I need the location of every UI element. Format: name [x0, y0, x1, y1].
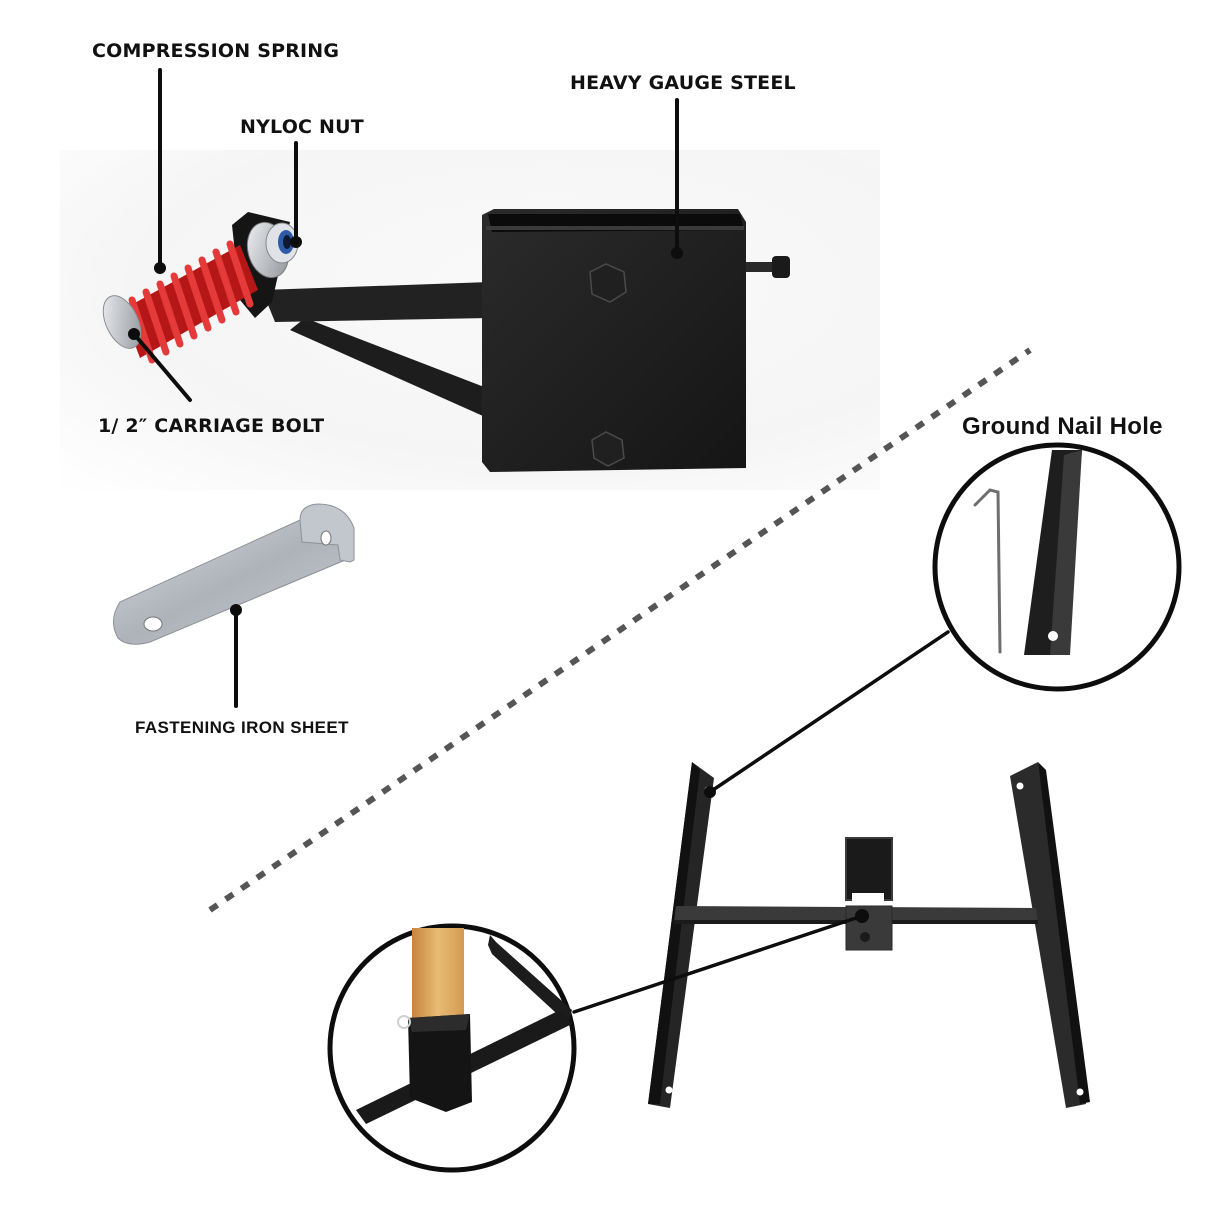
leader-post-socket [572, 914, 864, 1014]
lower-hex-bolt [591, 431, 625, 467]
leader-carriage-bolt [132, 332, 192, 402]
side-set-screw [746, 262, 776, 272]
sheet-hole-right [320, 530, 332, 546]
dashed-divider [208, 347, 1032, 913]
post-socket-detail-circle [327, 923, 577, 1173]
ground-nail-icon [973, 488, 1002, 654]
label-heavy-gauge-steel: HEAVY GAUGE STEEL [570, 72, 796, 94]
sheet-hole-left [143, 616, 163, 632]
fastening-iron-sheet [113, 503, 355, 645]
nyloc-nut [246, 221, 299, 279]
label-compression-spring: COMPRESSION SPRING [92, 40, 340, 62]
h-frame-base [648, 762, 1090, 1108]
ground-nail-detail-circle [932, 442, 1182, 692]
horizontal-arm [262, 282, 490, 322]
leader-ground-nail-hole [708, 630, 950, 794]
diagonal-support-arm [290, 318, 492, 420]
label-fastening-iron-sheet: FASTENING IRON SHEET [135, 718, 349, 737]
label-nyloc-nut: NYLOC NUT [240, 116, 364, 138]
label-carriage-bolt: 1/ 2″ CARRIAGE BOLT [98, 415, 325, 437]
compression-spring [122, 240, 258, 364]
right-leg [1010, 762, 1086, 1108]
center-socket [845, 837, 893, 951]
nail-hole [1048, 631, 1058, 641]
leader-lines [128, 68, 950, 1014]
label-ground-nail-hole: Ground Nail Hole [962, 413, 1163, 440]
post-socket-box [482, 209, 790, 472]
upper-hex-bolt [589, 263, 627, 303]
bracket-assembly [102, 209, 790, 472]
